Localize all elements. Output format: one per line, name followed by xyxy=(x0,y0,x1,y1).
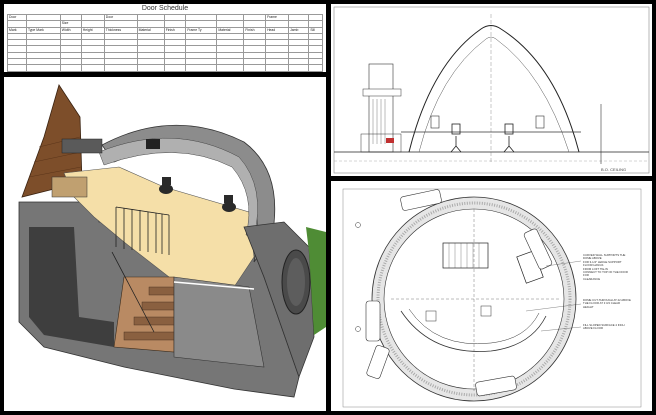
schedule-row xyxy=(7,51,323,60)
loft-desk xyxy=(61,138,103,154)
schedule-cell xyxy=(288,70,310,72)
schedule-cell xyxy=(216,64,245,72)
plan-note-3: FILL SLOPED SURFACE 4 INCH ABOVE FLOOR xyxy=(583,323,625,331)
schedule-cell xyxy=(308,70,323,72)
schedule-cell xyxy=(80,20,105,28)
schedule-size-row: Size xyxy=(7,20,323,28)
stair-railing xyxy=(111,206,170,333)
ceiling-level-label: B.O. CEILING xyxy=(601,167,627,172)
schedule-cell xyxy=(136,20,165,28)
schedule-cell: Door xyxy=(7,13,27,22)
outer-sofas xyxy=(365,189,553,397)
schedule-cell xyxy=(59,70,82,72)
schedule-cell xyxy=(185,70,218,72)
schedule-cell xyxy=(136,64,165,72)
schedule-cell xyxy=(7,70,27,72)
schedule-cell xyxy=(136,70,165,72)
office-chairs xyxy=(159,177,236,212)
schedule-cell xyxy=(308,20,323,28)
schedule-cell xyxy=(288,13,310,22)
schedule-cell xyxy=(216,70,245,72)
section-view-panel: B.O. CEILING xyxy=(331,4,652,176)
section-chairs xyxy=(450,123,515,153)
schedule-cell xyxy=(243,70,267,72)
dome-section-drawing xyxy=(333,6,650,174)
schedule-cell xyxy=(265,70,290,72)
plan-note-2: DOME CUT-THROUGH AT 42 ABOVE THE FLOOR A… xyxy=(583,298,631,309)
schedule-cell xyxy=(136,13,165,22)
dome-floor-plan xyxy=(342,188,642,408)
schedule-cell xyxy=(288,20,310,28)
schedule-cell xyxy=(7,20,27,28)
schedule-cell xyxy=(25,70,61,72)
schedule-cell xyxy=(7,64,27,72)
schedule-row xyxy=(7,64,323,72)
grass xyxy=(306,227,326,335)
schedule-cell xyxy=(288,64,310,72)
floor-plan-panel: CURVED WALL SUPPORTS THE DOME ABOVE FOR … xyxy=(331,181,652,411)
schedule-cell xyxy=(80,13,105,22)
schedule-cell xyxy=(80,70,105,72)
schedule-cell xyxy=(308,64,323,72)
dome-outline xyxy=(408,25,580,153)
monitor xyxy=(146,139,160,149)
schedule-cell xyxy=(163,70,187,72)
schedule-cell xyxy=(216,20,245,28)
stair-opening xyxy=(442,242,489,269)
curved-desk xyxy=(400,310,547,352)
schedule-cell xyxy=(308,13,323,22)
schedule-row xyxy=(7,32,323,41)
dome-3d-view-panel xyxy=(4,77,326,411)
dome-3d-cutaway xyxy=(18,84,326,398)
plan-note-1: CURVED WALL SUPPORTS THE DOME ABOVE FOR … xyxy=(583,253,628,281)
schedule-title: Door Schedule xyxy=(141,5,189,12)
schedule-cell xyxy=(80,64,105,72)
schedule-cell xyxy=(216,13,245,22)
schedule-row xyxy=(7,70,323,72)
lower-interior-dark xyxy=(29,227,114,347)
schedule-cell xyxy=(103,70,138,72)
